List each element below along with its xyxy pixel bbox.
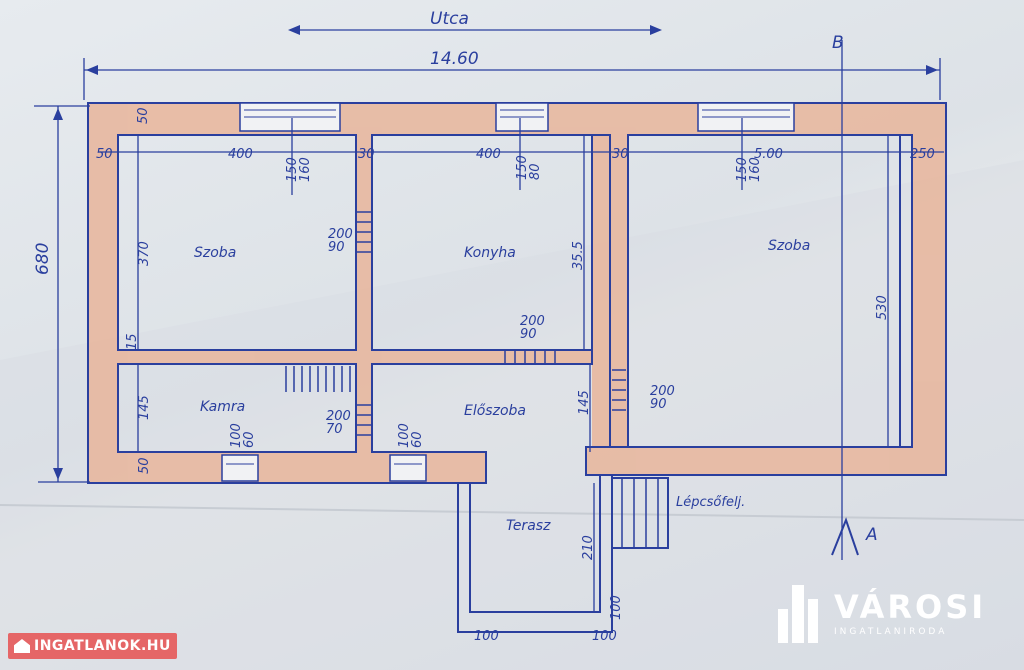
ingatlanok-watermark: INGATLANOK.HU <box>8 633 177 659</box>
dim-small-100a: 100 <box>474 629 499 644</box>
paper-shadow <box>0 160 1024 670</box>
dim-height-355: 35.5 <box>571 241 586 270</box>
overall-depth-dim: 680 <box>33 243 53 275</box>
dim-wall-50a: 50 <box>96 147 113 162</box>
dim-height-50: 50 <box>137 457 152 474</box>
window-lines <box>226 109 790 465</box>
dim-height-145b: 145 <box>577 390 592 415</box>
dim-height-530: 530 <box>875 295 890 320</box>
dimension-arrows <box>53 25 938 480</box>
dim-height-145a: 145 <box>137 395 152 420</box>
dim-height-210: 210 <box>581 535 596 560</box>
window-size-kamra: 10060 <box>229 423 257 448</box>
door-marks <box>285 211 626 436</box>
dim-width-right: 5.00 <box>754 147 783 162</box>
dimension-lines <box>34 29 944 612</box>
section-marker-a-shape <box>831 517 859 556</box>
dim-wall-30b: 30 <box>612 147 629 162</box>
dim-small-15: 15 <box>125 333 140 350</box>
room-terasz: Terasz <box>506 518 551 534</box>
dim-small-100c: 100 <box>609 595 624 620</box>
dim-width-mid: 400 <box>476 147 501 162</box>
dim-small-100b: 100 <box>592 629 617 644</box>
overall-width-dim: 14.60 <box>430 49 479 69</box>
room-lepcso: Lépcsőfelj. <box>676 495 745 510</box>
brand-subtitle: INGATLANIRODA <box>834 627 948 637</box>
dim-wall-50b: 50 <box>136 107 151 124</box>
dim-height-370: 370 <box>137 241 152 266</box>
room-konyha: Konyha <box>464 245 516 261</box>
dim-wall-250: 250 <box>910 147 935 162</box>
paper-fold <box>0 504 1024 521</box>
room-eloszoba: Előszoba <box>464 403 526 419</box>
window-size-1: 150160 <box>285 157 313 182</box>
building-logo-icon <box>778 585 820 643</box>
section-marker-a: A <box>865 525 878 545</box>
window-size-eloszoba: 10060 <box>397 423 425 448</box>
room-szoba-right: Szoba <box>768 238 810 254</box>
room-kamra: Kamra <box>200 399 245 415</box>
house-icon <box>14 639 30 653</box>
dim-wall-30a: 30 <box>358 147 375 162</box>
street-label: Utca <box>430 9 469 29</box>
watermark-text: INGATLANOK.HU <box>34 638 171 654</box>
brand-name: VÁROSI <box>834 588 987 626</box>
stair-treads <box>621 478 659 548</box>
dim-width-left: 400 <box>228 147 253 162</box>
section-marker-b: B <box>832 33 844 53</box>
room-szoba-left: Szoba <box>194 245 236 261</box>
varosi-brand: VÁROSI INGATLANIRODA <box>778 585 986 643</box>
window-size-3: 150160 <box>735 157 763 182</box>
window-size-2: 15080 <box>515 155 543 180</box>
wall-outlines <box>87 102 947 633</box>
